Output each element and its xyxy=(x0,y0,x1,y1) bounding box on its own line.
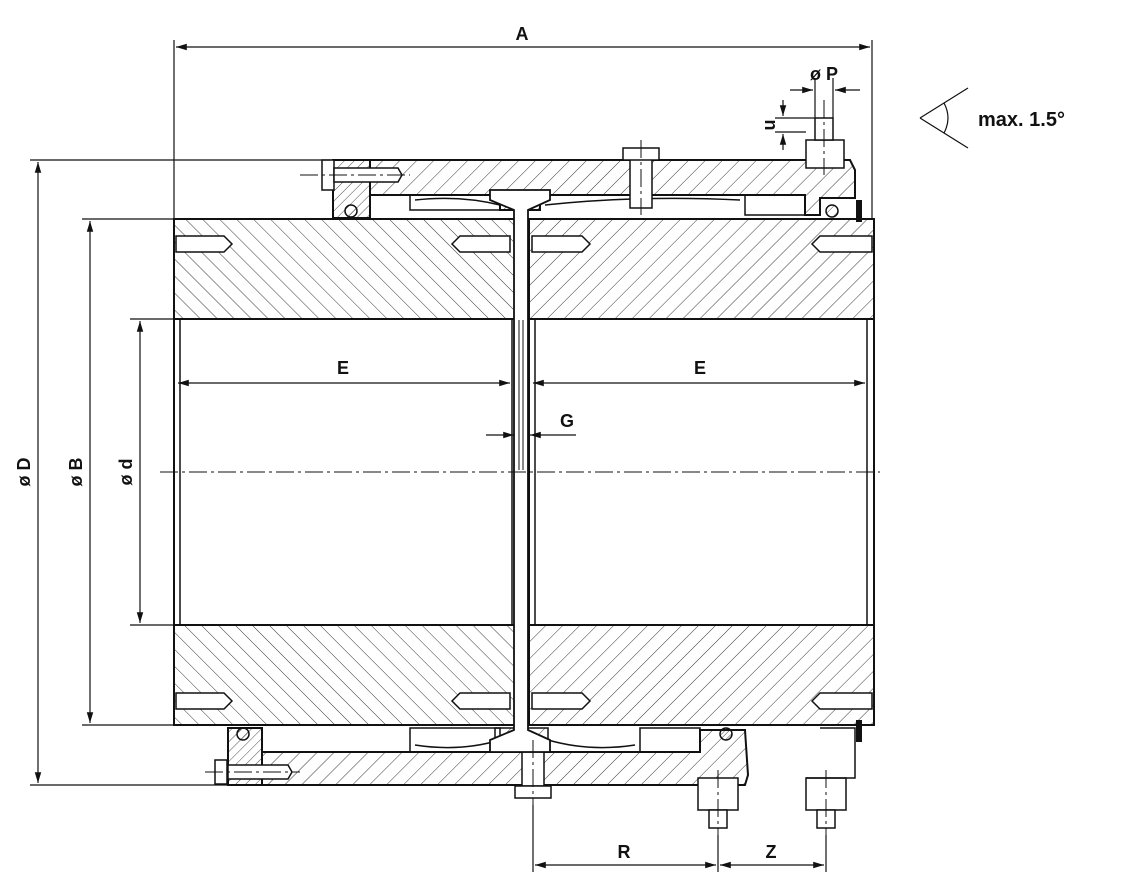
hub-set-screws xyxy=(175,235,873,710)
label-P: ø P xyxy=(810,64,838,84)
label-G: G xyxy=(560,411,574,431)
label-E-right: E xyxy=(694,358,706,378)
label-u: u xyxy=(759,120,779,131)
label-Z: Z xyxy=(766,842,777,862)
top-sleeve xyxy=(321,117,862,222)
label-R: R xyxy=(618,842,631,862)
label-B: ø B xyxy=(66,458,86,487)
right-hub xyxy=(528,218,875,726)
center-spacer xyxy=(489,189,551,753)
label-d: ø d xyxy=(116,459,136,486)
bottom-sleeve xyxy=(214,720,862,829)
angle-symbol-icon xyxy=(919,87,969,149)
label-E-left: E xyxy=(337,358,349,378)
center-lines xyxy=(160,100,880,835)
dimension-lines xyxy=(30,40,873,872)
label-D: ø D xyxy=(14,458,34,487)
dimension-labels: A ø D ø B ø d E E G ø P u R Z max. 1.5° xyxy=(14,24,1065,862)
label-A: A xyxy=(516,24,529,44)
angle-note: max. 1.5° xyxy=(978,109,1065,131)
